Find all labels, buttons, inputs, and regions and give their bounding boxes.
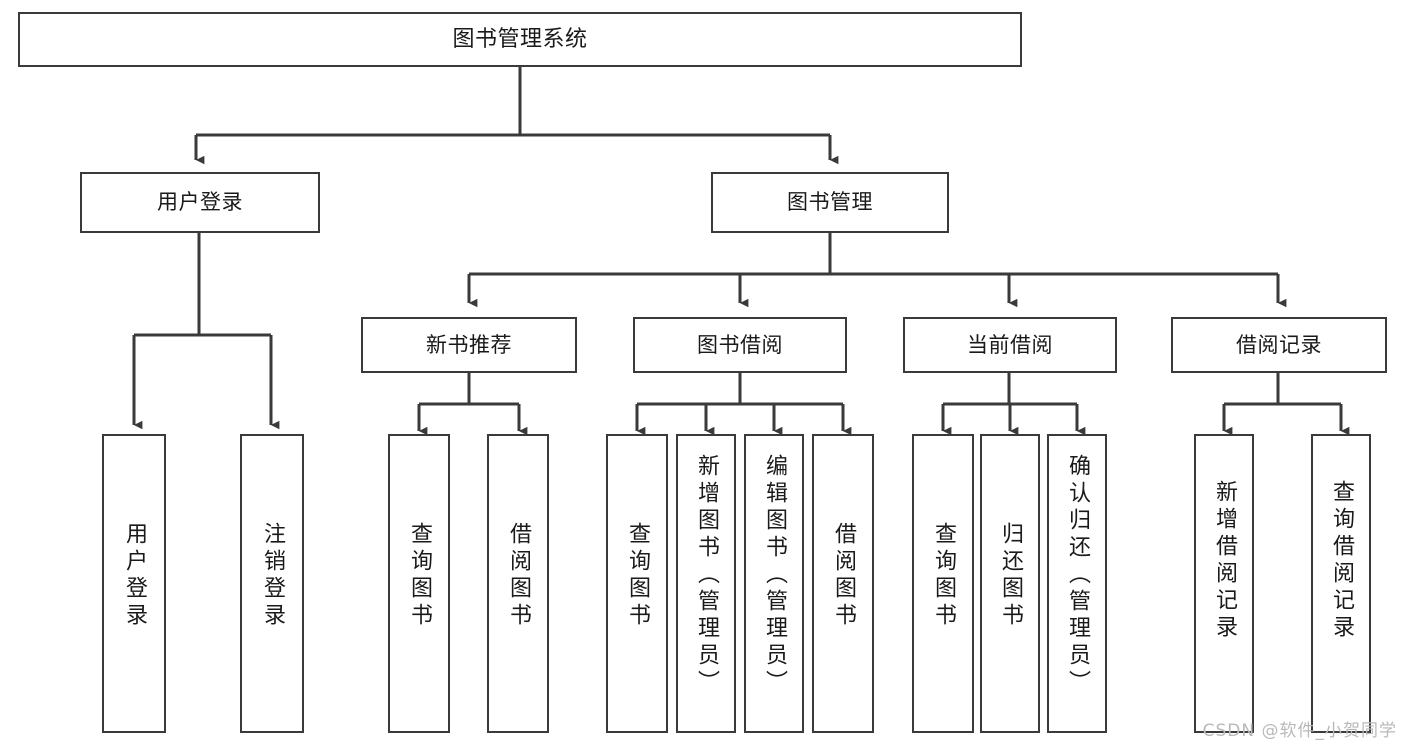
node-label: 借阅图书 bbox=[506, 522, 531, 630]
csdn-watermark: CSDN @软件_小贺同学 bbox=[1202, 721, 1397, 741]
node-label: 归还图书 bbox=[998, 522, 1023, 630]
node-label: 查询借阅记录 bbox=[1329, 480, 1354, 642]
node-label: 用户登录 bbox=[122, 522, 147, 630]
leaf-borrow-lend-book[interactable]: 借阅图书 bbox=[812, 434, 874, 733]
leaf-borrow-add-book-admin[interactable]: 新增图书（管理员） bbox=[676, 434, 736, 733]
node-book-management[interactable]: 图书管理 bbox=[711, 172, 949, 233]
node-label: 新增图书（管理员） bbox=[694, 454, 719, 697]
node-current-borrow[interactable]: 当前借阅 bbox=[903, 317, 1117, 373]
node-label: 图书借阅 bbox=[697, 332, 783, 357]
node-root-library-system[interactable]: 图书管理系统 bbox=[18, 12, 1022, 67]
leaf-borrow-query-book[interactable]: 查询图书 bbox=[606, 434, 668, 733]
node-label: 确认归还（管理员） bbox=[1065, 454, 1090, 697]
node-label: 图书管理系统 bbox=[452, 26, 588, 52]
node-label: 注销登录 bbox=[260, 522, 285, 630]
leaf-newbook-query-book[interactable]: 查询图书 bbox=[388, 434, 450, 733]
node-label: 新增借阅记录 bbox=[1212, 480, 1237, 642]
leaf-current-query-book[interactable]: 查询图书 bbox=[912, 434, 974, 733]
node-label: 借阅记录 bbox=[1236, 332, 1322, 357]
node-label: 当前借阅 bbox=[967, 332, 1053, 357]
node-borrow-records[interactable]: 借阅记录 bbox=[1171, 317, 1387, 373]
leaf-records-query-record[interactable]: 查询借阅记录 bbox=[1311, 434, 1371, 733]
leaf-current-return-book[interactable]: 归还图书 bbox=[980, 434, 1040, 733]
node-user-login[interactable]: 用户登录 bbox=[80, 172, 320, 233]
leaf-current-confirm-return-admin[interactable]: 确认归还（管理员） bbox=[1047, 434, 1107, 733]
node-label: 新书推荐 bbox=[426, 332, 512, 357]
node-label: 查询图书 bbox=[407, 522, 432, 630]
node-book-borrow[interactable]: 图书借阅 bbox=[633, 317, 847, 373]
node-label: 编辑图书（管理员） bbox=[762, 454, 787, 697]
node-label: 查询图书 bbox=[931, 522, 956, 630]
node-label: 用户登录 bbox=[157, 190, 243, 215]
node-label: 查询图书 bbox=[625, 522, 650, 630]
node-label: 借阅图书 bbox=[831, 522, 856, 630]
leaf-logout[interactable]: 注销登录 bbox=[240, 434, 304, 733]
leaf-user-login[interactable]: 用户登录 bbox=[102, 434, 166, 733]
leaf-borrow-edit-book-admin[interactable]: 编辑图书（管理员） bbox=[744, 434, 804, 733]
node-label: 图书管理 bbox=[787, 190, 873, 215]
leaf-newbook-borrow-book[interactable]: 借阅图书 bbox=[487, 434, 549, 733]
node-new-book-recommend[interactable]: 新书推荐 bbox=[361, 317, 577, 373]
leaf-records-add-record[interactable]: 新增借阅记录 bbox=[1194, 434, 1254, 733]
